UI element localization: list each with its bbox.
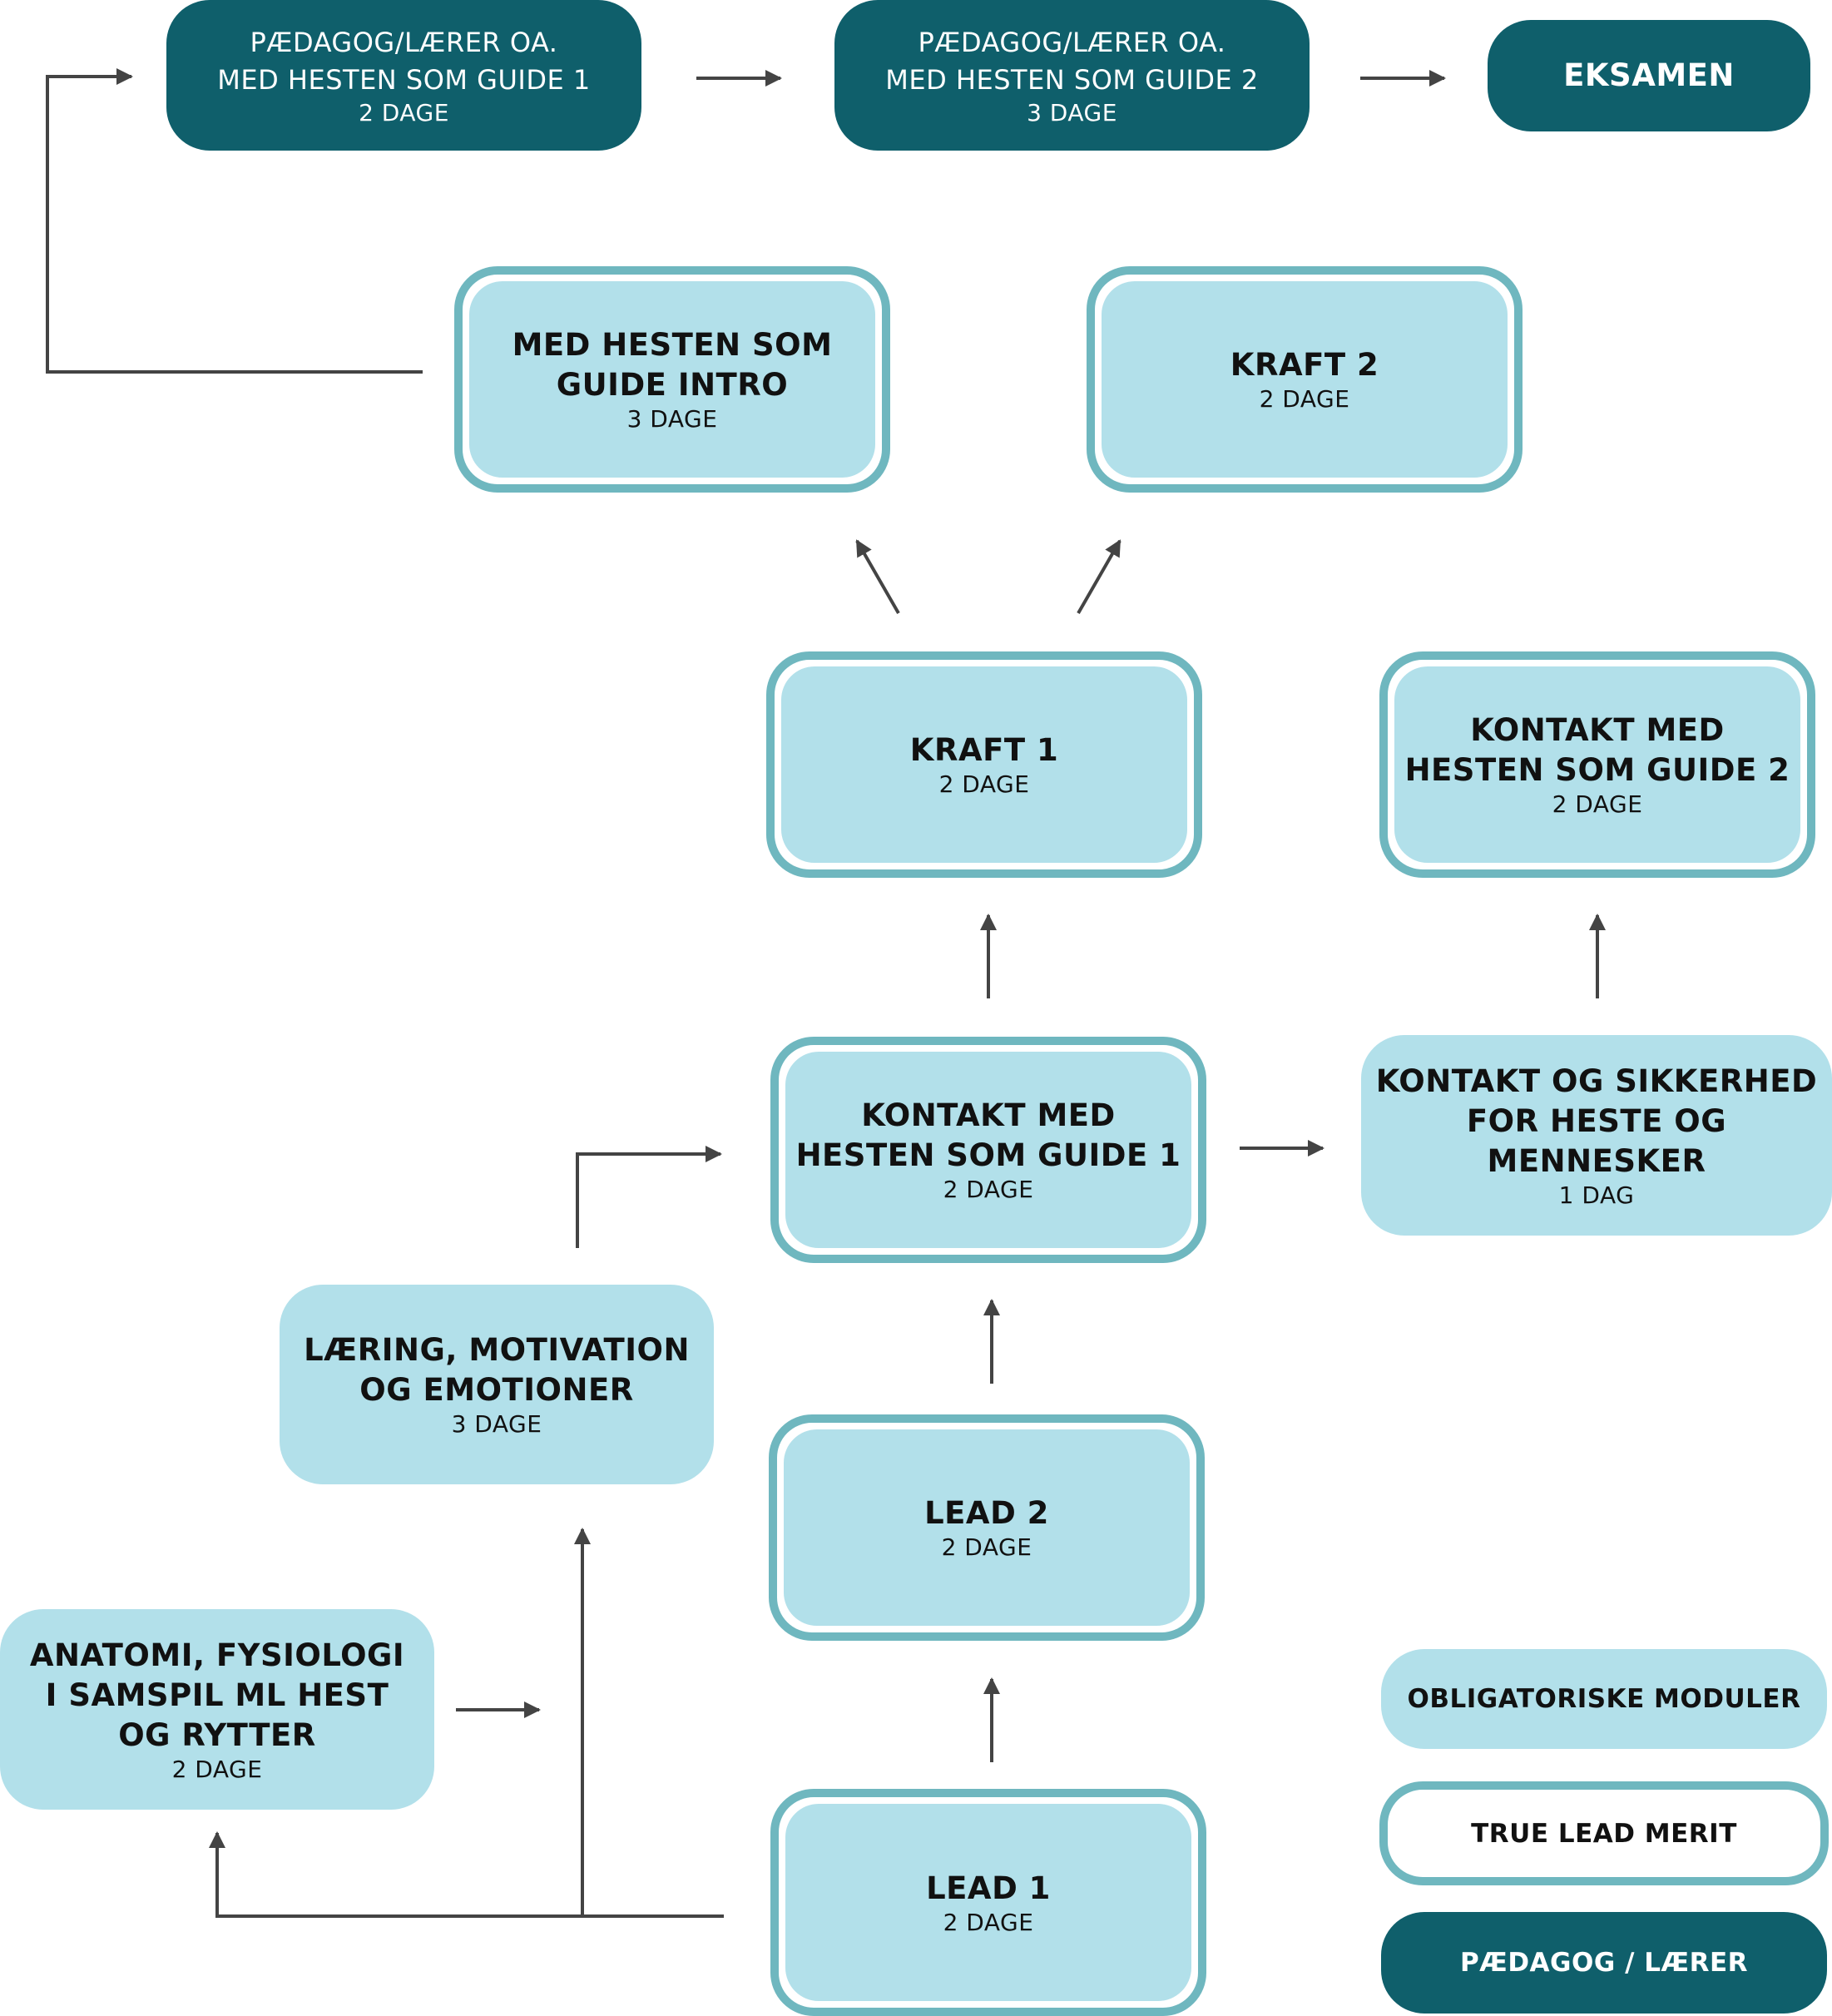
module-kraft2-days: 2 DAGE	[1259, 385, 1350, 413]
module-laering-line2: OG EMOTIONER	[359, 1372, 634, 1408]
legend-mandatory: OBLIGATORISKE MODULER	[1381, 1649, 1827, 1749]
module-sikkerhed-line2: FOR HESTE OG	[1466, 1102, 1727, 1139]
module-kraft2: KRAFT 2 2 DAGE	[1087, 266, 1523, 493]
connector-lead1-to-anatomi	[209, 1831, 724, 1918]
module-kontakt1-days: 2 DAGE	[943, 1176, 1034, 1203]
legend-mandatory-label: OBLIGATORISKE MODULER	[1407, 1684, 1801, 1714]
connector-intro-to-guide1	[46, 68, 423, 374]
connector-kraft1-to-intro	[855, 539, 900, 614]
module-anatomi-line2: I SAMSPIL ML HEST	[45, 1677, 389, 1713]
module-sikkerhed-line3: MENNESKER	[1487, 1142, 1706, 1179]
module-guide1-line1: PÆDAGOG/LÆRER OA.	[250, 26, 558, 58]
module-kraft1-title: KRAFT 1	[909, 732, 1059, 768]
module-intro-line2: GUIDE INTRO	[556, 367, 789, 403]
module-laering-days: 3 DAGE	[451, 1410, 542, 1438]
module-kraft1: KRAFT 1 2 DAGE	[766, 651, 1202, 878]
connector-laering-to-kontakt1	[576, 1146, 722, 1248]
module-kraft1-days: 2 DAGE	[938, 770, 1030, 798]
module-kontakt2-line2: HESTEN SOM GUIDE 2	[1404, 752, 1790, 788]
legend-merit-label: TRUE LEAD MERIT	[1471, 1818, 1737, 1849]
module-laering: LÆRING, MOTIVATION OG EMOTIONER 3 DAGE	[280, 1285, 714, 1484]
module-lead2-days: 2 DAGE	[941, 1533, 1032, 1561]
module-kontakt2-line1: KONTAKT MED	[1470, 712, 1725, 748]
module-intro: MED HESTEN SOM GUIDE INTRO 3 DAGE	[454, 266, 890, 493]
module-lead2-title: LEAD 2	[924, 1495, 1049, 1531]
module-anatomi-line1: ANATOMI, FYSIOLOGI	[29, 1637, 405, 1673]
connector-kraft1-to-kraft2	[1077, 539, 1121, 614]
module-exam-title: EKSAMEN	[1563, 57, 1735, 93]
legend-teacher-label: PÆDAGOG / LÆRER	[1459, 1948, 1749, 1978]
module-guide2-line1: PÆDAGOG/LÆRER OA.	[918, 26, 1226, 58]
module-guide2-line2: MED HESTEN SOM GUIDE 2	[885, 63, 1259, 96]
module-intro-days: 3 DAGE	[626, 405, 718, 433]
module-sikkerhed-line1: KONTAKT OG SIKKERHED	[1375, 1062, 1818, 1099]
module-anatomi-days: 2 DAGE	[171, 1755, 263, 1783]
module-intro-line1: MED HESTEN SOM	[512, 327, 833, 363]
legend-teacher: PÆDAGOG / LÆRER	[1381, 1912, 1827, 2014]
module-anatomi: ANATOMI, FYSIOLOGI I SAMSPIL ML HEST OG …	[0, 1609, 434, 1810]
module-guide1: PÆDAGOG/LÆRER OA. MED HESTEN SOM GUIDE 1…	[166, 0, 641, 151]
module-kontakt2-days: 2 DAGE	[1552, 790, 1643, 818]
module-guide2-days: 3 DAGE	[1027, 98, 1117, 126]
module-lead1: LEAD 1 2 DAGE	[770, 1789, 1206, 2016]
module-kraft2-title: KRAFT 2	[1230, 347, 1379, 383]
module-lead2: LEAD 2 2 DAGE	[769, 1414, 1205, 1641]
module-guide1-days: 2 DAGE	[359, 98, 449, 126]
module-kontakt1-line1: KONTAKT MED	[861, 1097, 1116, 1133]
module-sikkerhed: KONTAKT OG SIKKERHED FOR HESTE OG MENNES…	[1361, 1035, 1832, 1236]
module-lead1-days: 2 DAGE	[943, 1908, 1034, 1936]
module-kontakt1: KONTAKT MED HESTEN SOM GUIDE 1 2 DAGE	[770, 1037, 1206, 1263]
module-laering-line1: LÆRING, MOTIVATION	[304, 1332, 690, 1368]
legend-merit: TRUE LEAD MERIT	[1379, 1781, 1829, 1885]
module-anatomi-line3: OG RYTTER	[118, 1716, 316, 1753]
module-kontakt1-line2: HESTEN SOM GUIDE 1	[795, 1137, 1181, 1173]
module-kontakt2: KONTAKT MED HESTEN SOM GUIDE 2 2 DAGE	[1379, 651, 1815, 878]
module-sikkerhed-days: 1 DAG	[1558, 1181, 1635, 1209]
module-exam: EKSAMEN	[1488, 20, 1810, 131]
module-guide2: PÆDAGOG/LÆRER OA. MED HESTEN SOM GUIDE 2…	[834, 0, 1310, 151]
module-lead1-title: LEAD 1	[926, 1870, 1051, 1906]
module-guide1-line2: MED HESTEN SOM GUIDE 1	[217, 63, 591, 96]
